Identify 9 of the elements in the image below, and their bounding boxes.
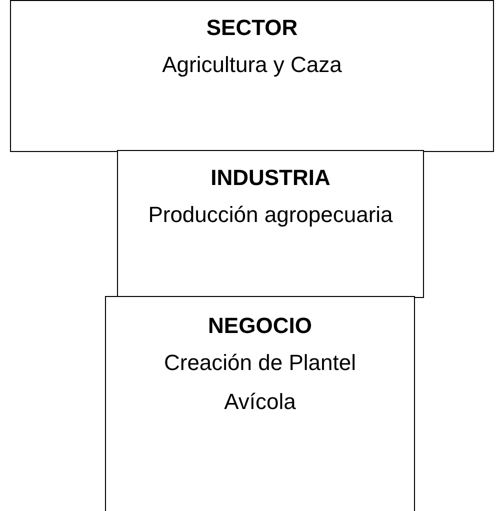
box-heading: NEGOCIO (208, 313, 312, 339)
box-text: Agricultura y Caza (161, 51, 343, 79)
text-box (105, 296, 415, 511)
box-text: Creación de Plantel Avícola (162, 349, 357, 416)
box-heading: SECTOR (206, 15, 298, 41)
box-text: Producción agropecuaria (147, 201, 394, 229)
text-box (10, 0, 494, 152)
text-box (117, 150, 424, 298)
box-heading: INDUSTRIA (210, 165, 330, 191)
